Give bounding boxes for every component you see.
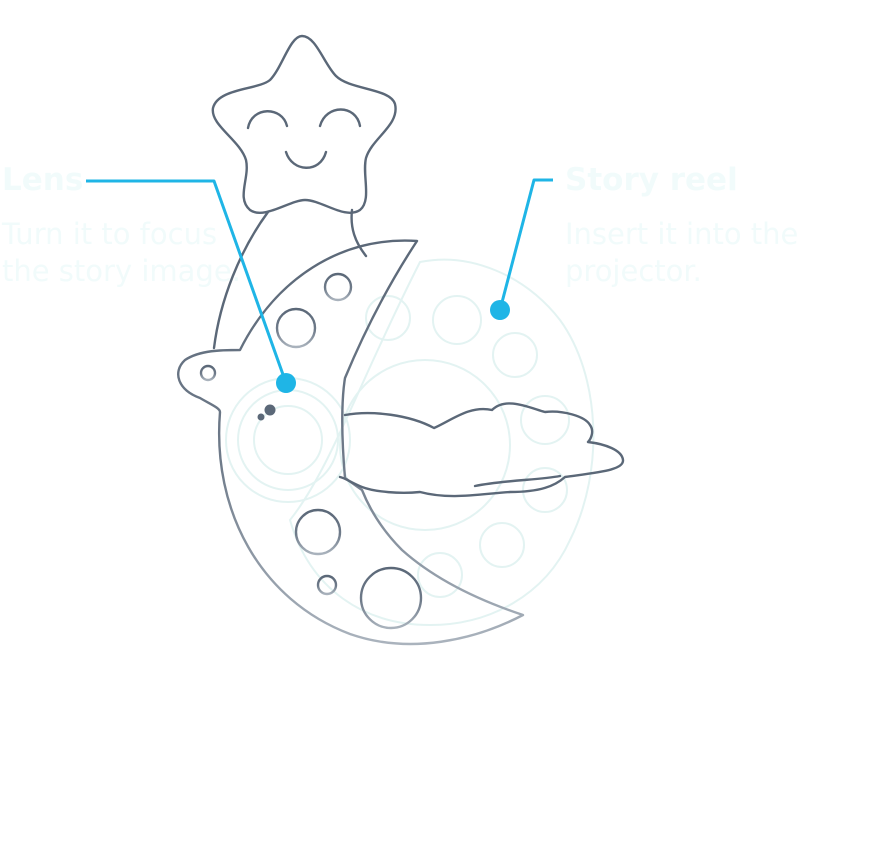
moon-outline	[177, 239, 525, 646]
moon-dots	[257, 404, 276, 421]
star-left-eye	[246, 110, 289, 130]
moon-beak-hole	[199, 364, 217, 382]
lens-icon	[225, 377, 351, 503]
moon-crater	[294, 508, 342, 556]
moon-crater	[359, 566, 423, 630]
story-reel-marker-dot	[490, 300, 510, 320]
lens-marker-dot	[276, 373, 296, 393]
lens-callout-title: Lens	[2, 162, 84, 198]
story-reel-leader-line	[498, 178, 553, 311]
lens-callout: Lens Turn it to focus the story image.	[2, 162, 242, 290]
lens-leader-line	[86, 179, 288, 384]
star-figure	[211, 34, 397, 214]
moon-crater	[323, 272, 353, 302]
moon-figure	[177, 239, 525, 646]
cloud-figure	[338, 402, 625, 498]
projector-stand	[212, 208, 368, 350]
lens-callout-description: Turn it to focus the story image.	[2, 217, 241, 288]
moon-crater	[275, 307, 317, 349]
star-outline	[211, 34, 397, 214]
story-reel-callout-title: Story reel	[565, 162, 738, 198]
story-reel-callout: Story reel Insert it into the projector.	[565, 162, 805, 290]
moon-crater	[316, 574, 338, 596]
story-reel-callout-description: Insert it into the projector.	[565, 217, 799, 288]
star-right-eye	[318, 108, 362, 128]
star-smile	[284, 150, 328, 169]
story-reel-icon	[288, 258, 595, 627]
